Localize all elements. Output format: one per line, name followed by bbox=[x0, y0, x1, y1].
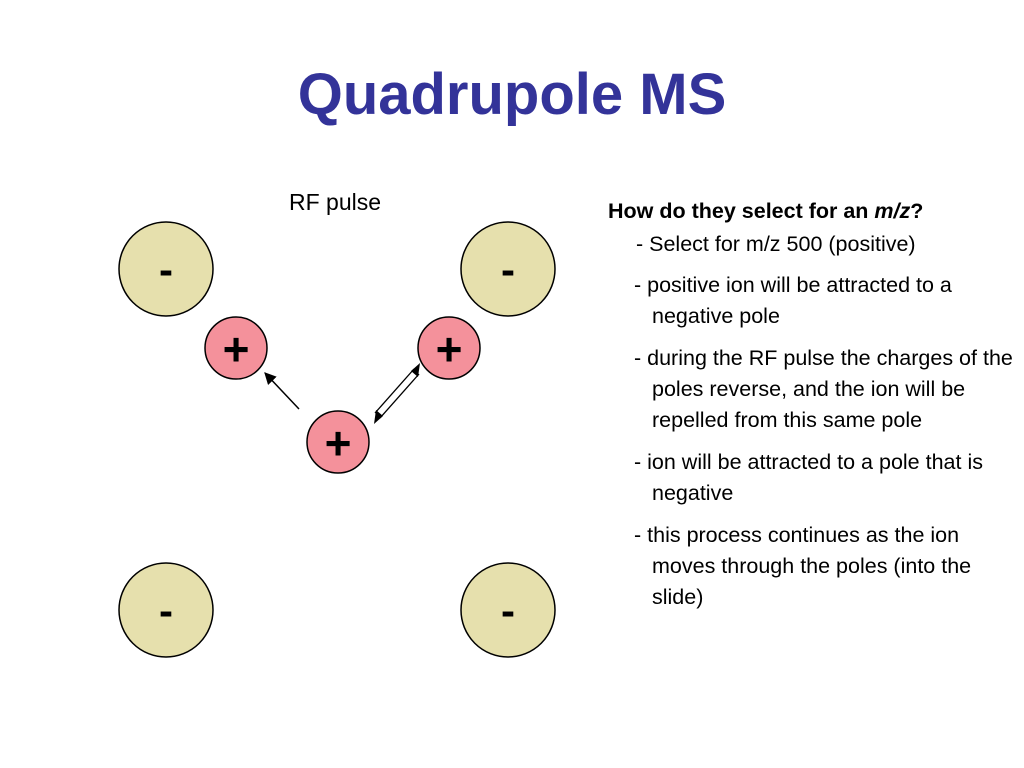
rf-pulse-label: RF pulse bbox=[289, 189, 382, 215]
pole-top-left: - bbox=[118, 221, 214, 317]
note-item: - during the RF pulse the charges of the… bbox=[634, 346, 1013, 432]
pole-sign: - bbox=[159, 587, 173, 634]
question-heading: How do they select for an m/z? bbox=[608, 199, 924, 223]
ion-sign: + bbox=[325, 417, 352, 469]
ion-sign: + bbox=[436, 323, 463, 375]
pole-bottom-left: - bbox=[118, 562, 214, 658]
pole-sign: - bbox=[159, 246, 173, 293]
pole-sign: - bbox=[501, 246, 515, 293]
note-item: - positive ion will be attracted to a ne… bbox=[634, 273, 952, 328]
pole-sign: - bbox=[501, 587, 515, 634]
ion-sign: + bbox=[223, 323, 250, 375]
ion-center: + bbox=[306, 410, 370, 474]
mz-italic: m/z bbox=[874, 199, 911, 223]
ion-left: + bbox=[204, 316, 268, 380]
note-item: - ion will be attracted to a pole that i… bbox=[634, 450, 983, 505]
double-arrow-to-right-ion bbox=[374, 363, 420, 424]
slide-title: Quadrupole MS bbox=[297, 62, 727, 127]
note-item: - this process continues as the ion move… bbox=[634, 523, 972, 609]
arrow-to-left-ion bbox=[264, 372, 300, 410]
ion-right: + bbox=[417, 316, 481, 380]
note-item: - Select for m/z 500 (positive) bbox=[636, 232, 916, 256]
notes-panel: How do they select for an m/z? - Select … bbox=[608, 196, 1018, 624]
pole-bottom-right: - bbox=[460, 562, 556, 658]
pole-top-right: - bbox=[460, 221, 556, 317]
